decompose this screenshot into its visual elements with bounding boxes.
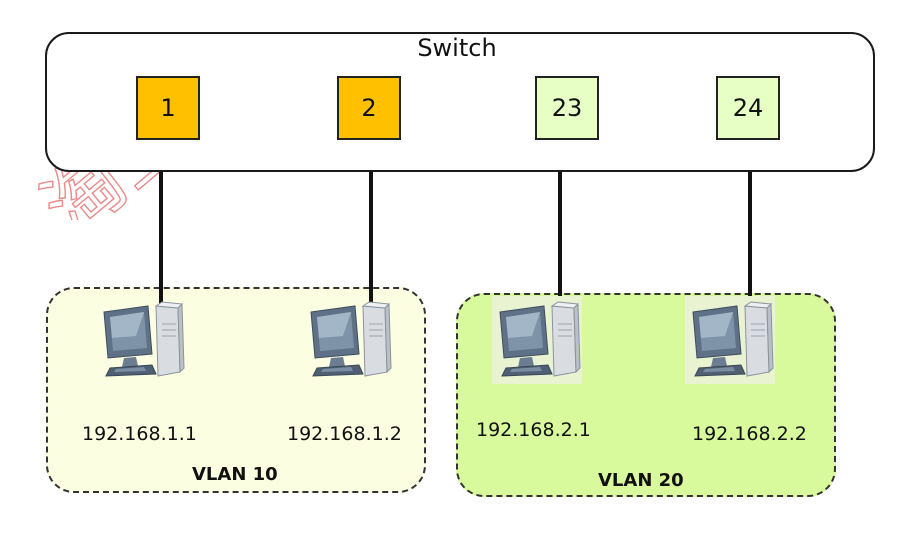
vlan-10-label: VLAN 10 [192, 464, 278, 485]
host-ip: 192.168.2.1 [476, 419, 591, 441]
cable-port-24 [748, 140, 752, 304]
vlan-20-label: VLAN 20 [598, 470, 684, 491]
desktop-computer-icon[interactable] [303, 296, 393, 384]
desktop-computer-icon[interactable] [96, 296, 186, 384]
cable-port-1 [159, 140, 163, 304]
host-ip: 192.168.1.1 [82, 423, 197, 445]
port-1[interactable]: 1 [136, 76, 200, 140]
host-ip: 192.168.1.2 [287, 423, 402, 445]
switch-label: Switch [417, 34, 497, 62]
cable-port-2 [369, 140, 373, 304]
desktop-computer-icon[interactable] [685, 296, 775, 384]
port-24-label: 24 [732, 94, 764, 122]
port-2-label: 2 [361, 94, 377, 122]
port-23-label: 23 [551, 94, 583, 122]
host-ip: 192.168.2.2 [692, 423, 807, 445]
port-2[interactable]: 2 [337, 76, 401, 140]
desktop-computer-icon[interactable] [492, 296, 582, 384]
port-23[interactable]: 23 [535, 76, 599, 140]
cable-port-23 [558, 140, 562, 304]
port-1-label: 1 [160, 94, 176, 122]
port-24[interactable]: 24 [716, 76, 780, 140]
